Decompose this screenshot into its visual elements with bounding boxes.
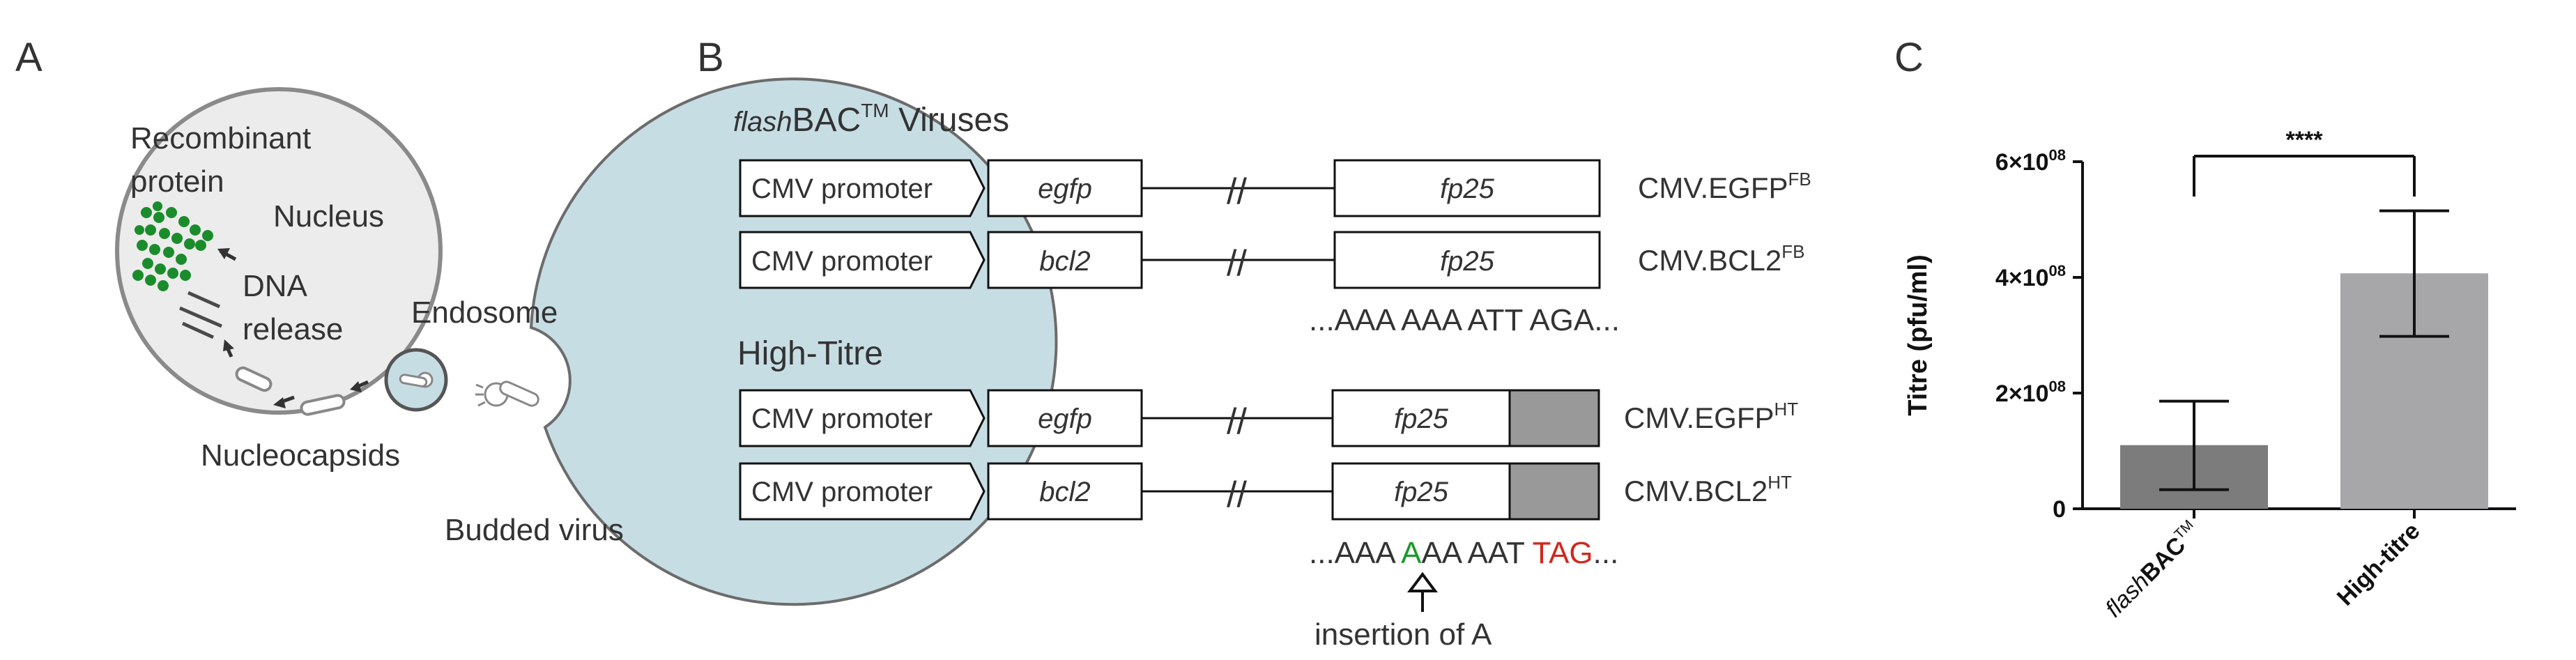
endosome (384, 348, 448, 412)
flashbac-main: BAC (792, 102, 861, 139)
promoter-label: CMV promoter (751, 246, 933, 277)
release-label: release (243, 312, 343, 346)
gene-box (987, 462, 1143, 521)
promoter-box (739, 389, 986, 447)
promoter-label: CMV promoter (751, 477, 933, 507)
dna-label: DNA (243, 269, 308, 303)
break-mark: // (1227, 243, 1247, 284)
nucleocapsids (235, 366, 346, 416)
flashbac-tm: TM (861, 100, 889, 121)
protein-dots (132, 201, 213, 291)
fp25-box (1331, 462, 1511, 521)
budded-virus (475, 381, 539, 407)
nucleocapsids-label: Nucleocapsids (201, 438, 400, 473)
arrow-heads (217, 248, 362, 408)
flashbac-prefix: flash (733, 107, 792, 137)
construct-name: CMV.BCL2HT (1624, 472, 1792, 507)
fp25-box (1331, 389, 1511, 447)
fp25-box (1333, 231, 1601, 289)
nucleus-label: Nucleus (273, 199, 384, 233)
flashbac-title: flashBACTM Viruses (733, 100, 1009, 139)
stop-codon: TAG (1532, 536, 1593, 570)
extension-box (1508, 389, 1600, 447)
construct-name: CMV.EGFPHT (1624, 399, 1798, 434)
construct-row-3: CMV promoter egfp // fp25 CMV.EGFPHT (739, 389, 1798, 447)
gene-label: bcl2 (1039, 246, 1090, 277)
x-tick-label: flashBACTM (2100, 517, 2205, 622)
high-titre-title: High-Titre (737, 335, 883, 372)
significance-label: **** (2286, 127, 2324, 153)
flashbac-suffix: Viruses (889, 102, 1010, 139)
panel-b: B flashBACTM Viruses High-Titre CMV prom… (697, 35, 1811, 652)
panel-b-letter: B (697, 35, 724, 80)
y-tick-label: 0 (2053, 496, 2066, 523)
construct-row-2: CMV promoter bcl2 // fp25 CMV.BCL2FB (739, 231, 1804, 289)
promoter-label: CMV promoter (751, 404, 933, 434)
fp25-box (1333, 159, 1601, 217)
promoter-label: CMV promoter (751, 174, 933, 204)
promoter-box (739, 231, 986, 289)
break-mark: // (1227, 171, 1247, 212)
construct-name: CMV.EGFPFB (1638, 169, 1811, 204)
y-tick-label: 4×1008 (1995, 262, 2066, 291)
construct-row-4: CMV promoter bcl2 // fp25 CMV.BCL2HT (739, 462, 1792, 521)
endosome-label: Endosome (411, 296, 558, 330)
recombinant-label: Recombinant (130, 121, 311, 155)
y-axis-label: Titre (pfu/ml) (1903, 254, 1933, 416)
panel-c-letter: C (1894, 35, 1924, 80)
y-tick-label: 2×1008 (1995, 378, 2066, 407)
break-mark: // (1227, 401, 1247, 442)
extension-box (1508, 462, 1600, 521)
promoter-box (739, 159, 986, 217)
protein-label: protein (130, 164, 224, 199)
gene-label: egfp (1038, 404, 1092, 434)
construct-row-1: CMV promoter egfp // fp25 CMV.EGFPFB (739, 159, 1811, 217)
fp25-label: fp25 (1394, 404, 1449, 434)
panel-a-letter: A (15, 35, 43, 80)
dna-strands (179, 291, 222, 339)
construct-name: CMV.BCL2FB (1638, 241, 1804, 277)
fp25-label: fp25 (1394, 477, 1449, 507)
insertion-label: insertion of A (1314, 617, 1492, 652)
fp25-label: fp25 (1440, 246, 1495, 277)
budded-virus-label: Budded virus (445, 513, 624, 547)
sequence-high-titre: ...AAA AAA AAT TAG... (1309, 536, 1618, 570)
fp25-label: fp25 (1440, 174, 1495, 204)
inserted-base: A (1401, 536, 1422, 570)
x-tick-label: High-titre (2332, 518, 2425, 611)
gene-box (987, 231, 1143, 289)
sequence-flashbac: ...AAA AAA ATT AGA... (1309, 303, 1620, 337)
insertion-arrow (1407, 571, 1438, 612)
y-tick-label: 6×1008 (1995, 146, 2066, 176)
break-mark: // (1227, 475, 1247, 515)
gene-label: egfp (1038, 174, 1092, 204)
promoter-box (739, 462, 986, 521)
gene-label: bcl2 (1039, 477, 1090, 507)
